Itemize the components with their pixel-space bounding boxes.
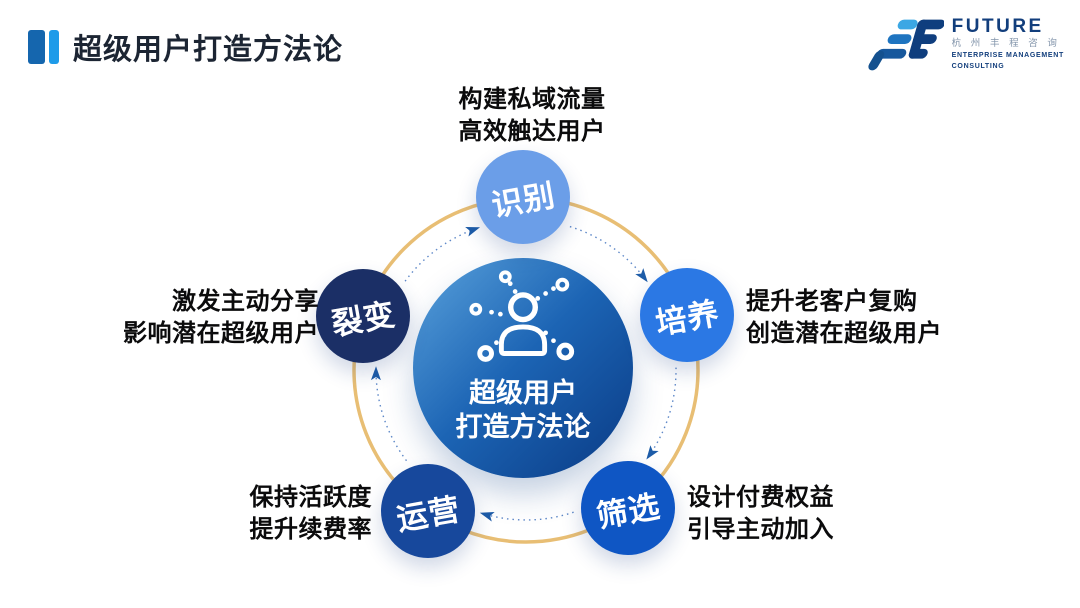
desc-fission: 激发主动分享 影响潜在超级用户 bbox=[123, 286, 319, 349]
desc-cultivate: 提升老客户复购 创造潜在超级用户 bbox=[746, 286, 942, 349]
header: 超级用户打造方法论 bbox=[28, 26, 343, 68]
node-screen-label: 筛选 bbox=[593, 488, 664, 534]
node-operate: 运营 bbox=[381, 464, 475, 558]
logo-wordmark: FUTURE bbox=[951, 16, 1044, 38]
node-identify: 识别 bbox=[476, 150, 570, 244]
desc-screen-line1: 设计付费权益 bbox=[687, 484, 834, 511]
desc-operate-line2: 提升续费率 bbox=[249, 515, 372, 543]
node-cultivate: 培养 bbox=[640, 268, 734, 362]
desc-operate-line1: 保持活跃度 bbox=[249, 484, 372, 511]
node-fission: 裂变 bbox=[316, 269, 410, 363]
title-bars-icon bbox=[28, 30, 59, 64]
title-bar-light bbox=[49, 30, 59, 64]
center-title-line2: 打造方法论 bbox=[455, 411, 591, 442]
desc-cultivate-line1: 提升老客户复购 bbox=[746, 288, 918, 315]
company-logo: FUTURE 杭 州 丰 程 咨 询 ENTERPRISE MANAGEMENT… bbox=[866, 16, 1064, 72]
logo-subtitle-1: ENTERPRISE MANAGEMENT bbox=[951, 51, 1064, 59]
node-operate-label: 运营 bbox=[393, 491, 464, 537]
logo-subtitle-2: CONSULTING bbox=[951, 62, 1005, 70]
desc-identify: 构建私域流量 高效触达用户 bbox=[382, 84, 682, 147]
desc-operate: 保持活跃度 提升续费率 bbox=[250, 482, 373, 545]
center-title-line1: 超级用户 bbox=[469, 378, 577, 408]
desc-screen-line2: 引导主动加入 bbox=[687, 515, 834, 543]
title-bar-dark bbox=[28, 30, 45, 64]
user-network-icon bbox=[469, 270, 575, 362]
flow-arrow-operate-to-fission bbox=[370, 366, 408, 462]
desc-fission-line2: 影响潜在超级用户 bbox=[123, 319, 319, 347]
logo-text: FUTURE 杭 州 丰 程 咨 询 ENTERPRISE MANAGEMENT… bbox=[952, 17, 1064, 71]
flow-arrow-screen-to-operate bbox=[479, 511, 574, 522]
node-fission-label: 裂变 bbox=[328, 296, 399, 342]
desc-screen: 设计付费权益 引导主动加入 bbox=[687, 482, 834, 545]
page-title: 超级用户打造方法论 bbox=[73, 34, 344, 66]
logo-chinese-name: 杭 州 丰 程 咨 询 bbox=[951, 38, 1061, 50]
desc-cultivate-line2: 创造潜在超级用户 bbox=[746, 319, 942, 347]
node-identify-label: 识别 bbox=[488, 177, 559, 223]
future-logo-icon bbox=[868, 19, 944, 71]
desc-identify-line2: 高效触达用户 bbox=[458, 117, 606, 145]
center-node: 超级用户 打造方法论 bbox=[413, 258, 633, 478]
flow-arrow-fission-to-identify bbox=[404, 227, 481, 282]
desc-identify-line1: 构建私域流量 bbox=[458, 86, 606, 113]
node-screen: 筛选 bbox=[581, 461, 675, 555]
logo-swoosh-tail bbox=[868, 50, 884, 71]
node-cultivate-label: 培养 bbox=[652, 295, 723, 341]
flow-arrow-cultivate-to-screen bbox=[646, 367, 677, 460]
desc-fission-line1: 激发主动分享 bbox=[172, 288, 319, 315]
